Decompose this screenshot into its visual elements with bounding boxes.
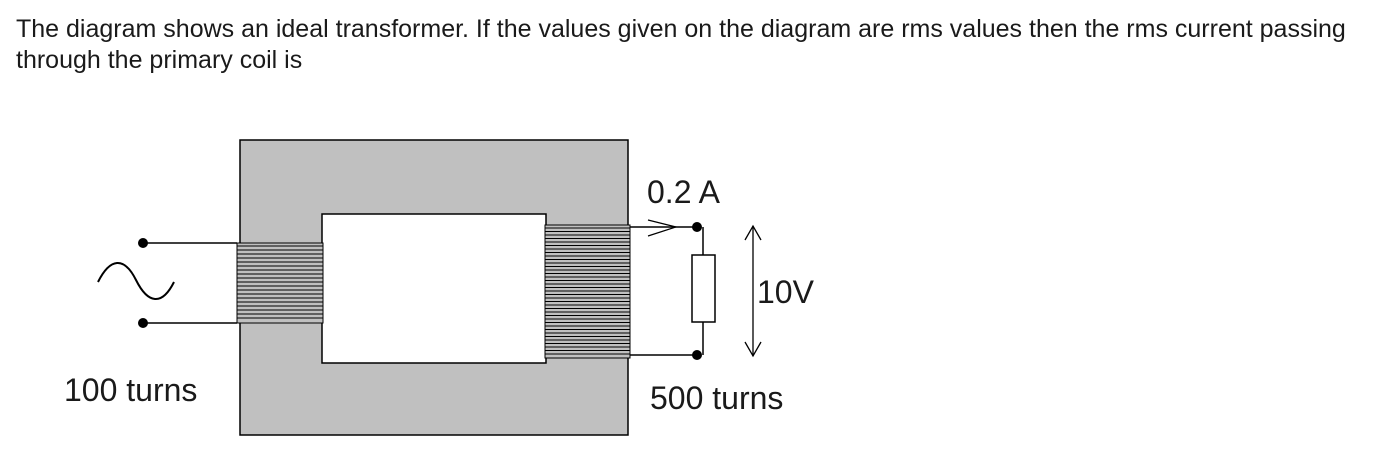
- primary-turns-label: 100 turns: [64, 372, 197, 408]
- secondary-terminal-top: [692, 222, 702, 232]
- ac-sine-icon: [97, 262, 175, 300]
- secondary-terminal-bottom: [692, 350, 702, 360]
- secondary-voltage-label: 10V: [757, 274, 815, 310]
- primary-coil: [236, 242, 324, 324]
- secondary-turns-label: 500 turns: [650, 380, 783, 416]
- primary-terminal-bottom: [138, 318, 148, 328]
- core-window: [321, 213, 547, 364]
- voltage-arrow-icon: [744, 224, 762, 358]
- current-arrow-icon: [647, 219, 679, 237]
- secondary-coil: [544, 224, 631, 359]
- primary-terminal-top: [138, 238, 148, 248]
- secondary-circuit: [630, 219, 762, 360]
- secondary-current-label: 0.2 A: [647, 174, 721, 210]
- question-text: The diagram shows an ideal transformer. …: [16, 15, 1346, 74]
- resistor: [691, 254, 716, 323]
- ac-source: [97, 238, 237, 328]
